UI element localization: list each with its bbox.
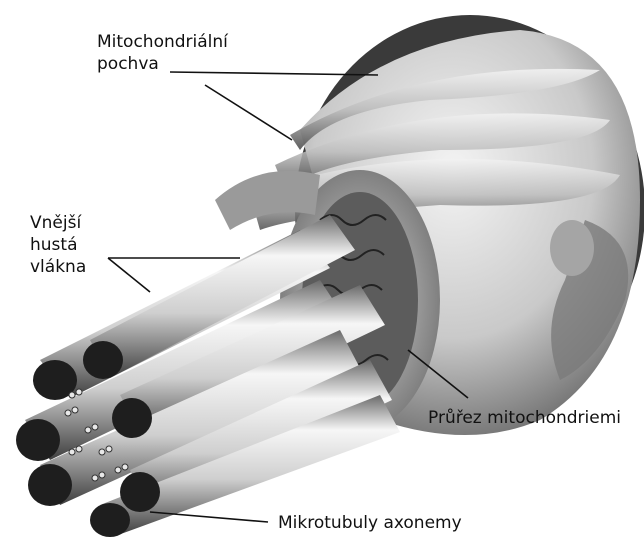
label-outer-dense-fibers: Vnější hustá vlákna (30, 212, 86, 278)
label-outer-dense-fibers-line-1: Vnější (30, 212, 86, 234)
leader-sheath-2 (205, 85, 292, 140)
leader-fiber-2 (108, 258, 150, 292)
leader-axoneme (150, 512, 268, 522)
label-outer-dense-fibers-line-2: hustá (30, 234, 86, 256)
label-axoneme-microtubules: Mikrotubuly axonemy (278, 512, 462, 534)
label-mitochondrial-sheath-line-1: Mitochondriální (97, 31, 228, 53)
label-axoneme-microtubules-text: Mikrotubuly axonemy (278, 512, 462, 534)
label-mitochondria-section: Průřez mitochondriemi (428, 407, 621, 429)
label-mitochondria-section-text: Průřez mitochondriemi (428, 407, 621, 429)
label-mitochondrial-sheath: Mitochondriální pochva (97, 31, 228, 75)
label-outer-dense-fibers-line-3: vlákna (30, 256, 86, 278)
label-mitochondrial-sheath-line-2: pochva (97, 53, 228, 75)
